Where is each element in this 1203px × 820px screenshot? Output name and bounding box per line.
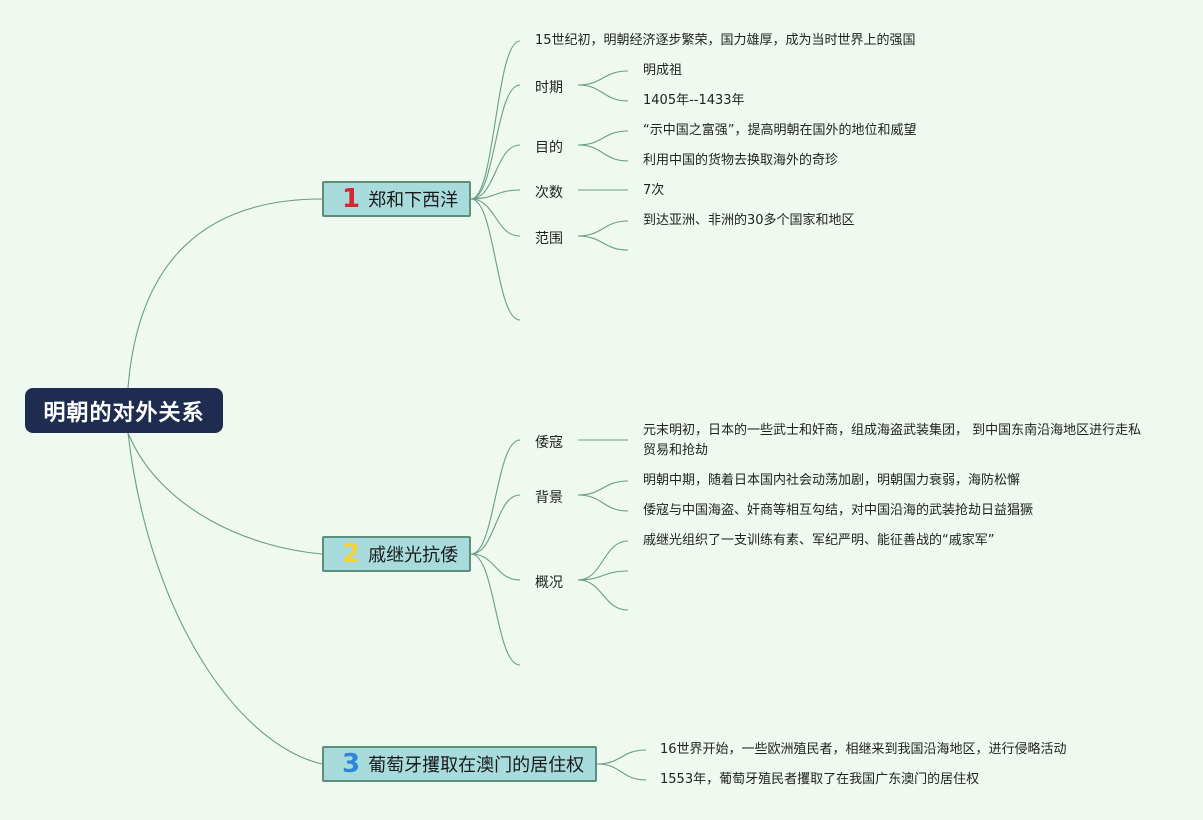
category-background[interactable]: 背景 bbox=[535, 490, 563, 506]
scope-item-1: 到达亚洲、非洲的30多个国家和地区 bbox=[643, 213, 855, 228]
connector-line-13 bbox=[577, 144, 629, 162]
count-item-1: 7次 bbox=[643, 183, 665, 198]
connector-line-10 bbox=[577, 70, 629, 86]
number-3-icon: 3 bbox=[342, 749, 361, 779]
branch-1-intro: 15世纪初，明朝经济逐步繁荣，国力雄厚，成为当时世界上的强国 bbox=[535, 33, 916, 48]
root-node[interactable]: 明朝的对外关系 bbox=[25, 388, 223, 433]
branch-2-label: 戚继光抗倭 bbox=[368, 545, 459, 566]
connector-line-12 bbox=[577, 130, 629, 146]
background-item-1: 明朝中期，随着日本国内社会动荡加剧，明朝国力衰弱，海防松懈 bbox=[643, 473, 1021, 488]
connector-line-7 bbox=[470, 189, 521, 200]
category-period[interactable]: 时期 bbox=[535, 80, 563, 96]
connector-line-1 bbox=[127, 198, 323, 389]
connector-line-3 bbox=[127, 432, 323, 765]
connector-line-8 bbox=[470, 198, 521, 237]
branch-1-label: 郑和下西洋 bbox=[368, 190, 459, 211]
purpose-item-1: “示中国之富强”，提高明朝在国外的地位和威望 bbox=[643, 123, 917, 138]
connector-line-20 bbox=[470, 553, 521, 666]
branch-2-node[interactable]: 2 戚继光抗倭 bbox=[322, 536, 471, 572]
connector-line-5 bbox=[470, 84, 521, 200]
connector-line-19 bbox=[470, 553, 521, 581]
period-item-1: 明成祖 bbox=[643, 63, 683, 78]
background-item-2: 倭寇与中国海盗、奸商等相互勾结，对中国沿海的武装抢劫日益猖獗 bbox=[643, 503, 1034, 518]
connector-line-18 bbox=[470, 494, 521, 555]
branch-1-node[interactable]: 1 郑和下西洋 bbox=[322, 181, 471, 217]
overview-item-1: 戚继光组织了一支训练有素、军纪严明、能征善战的“戚家军” bbox=[643, 533, 995, 548]
connector-line-26 bbox=[577, 579, 629, 611]
connector-line-17 bbox=[470, 439, 521, 555]
category-wokou[interactable]: 倭寇 bbox=[535, 435, 563, 451]
wokou-item-1: 元末明初，日本的一些武士和奸商，组成海盗武装集团， 到中国东南沿海地区进行走私贸… bbox=[643, 423, 1142, 458]
connector-line-27 bbox=[596, 749, 647, 765]
category-purpose[interactable]: 目的 bbox=[535, 140, 563, 156]
connector-line-28 bbox=[596, 763, 647, 781]
branch-3-label: 葡萄牙攫取在澳门的居住权 bbox=[368, 755, 585, 776]
branch-3-node[interactable]: 3 葡萄牙攫取在澳门的居住权 bbox=[322, 746, 597, 782]
connector-line-6 bbox=[470, 144, 521, 200]
connector-line-25 bbox=[577, 570, 629, 581]
connector-line-4 bbox=[470, 40, 521, 200]
connector-line-15 bbox=[577, 220, 629, 237]
branch-3-item-1: 16世界开始，一些欧洲殖民者，相继来到我国沿海地区，进行侵略活动 bbox=[660, 742, 1067, 757]
branch-3-item-2: 1553年，葡萄牙殖民者攫取了在我国广东澳门的居住权 bbox=[660, 772, 980, 787]
connector-line-2 bbox=[127, 432, 323, 555]
connector-line-9 bbox=[470, 198, 521, 321]
number-2-icon: 2 bbox=[342, 539, 361, 569]
number-1-icon: 1 bbox=[342, 184, 361, 214]
category-count[interactable]: 次数 bbox=[535, 185, 563, 201]
connector-line-24 bbox=[577, 540, 629, 581]
category-scope[interactable]: 范围 bbox=[535, 231, 563, 247]
purpose-item-2: 利用中国的货物去换取海外的奇珍 bbox=[643, 153, 839, 168]
connector-line-11 bbox=[577, 84, 629, 102]
connector-line-16 bbox=[577, 235, 629, 251]
connector-line-23 bbox=[577, 494, 629, 512]
category-overview[interactable]: 概况 bbox=[535, 575, 563, 591]
period-item-2: 1405年--1433年 bbox=[643, 93, 745, 108]
connector-line-22 bbox=[577, 480, 629, 496]
